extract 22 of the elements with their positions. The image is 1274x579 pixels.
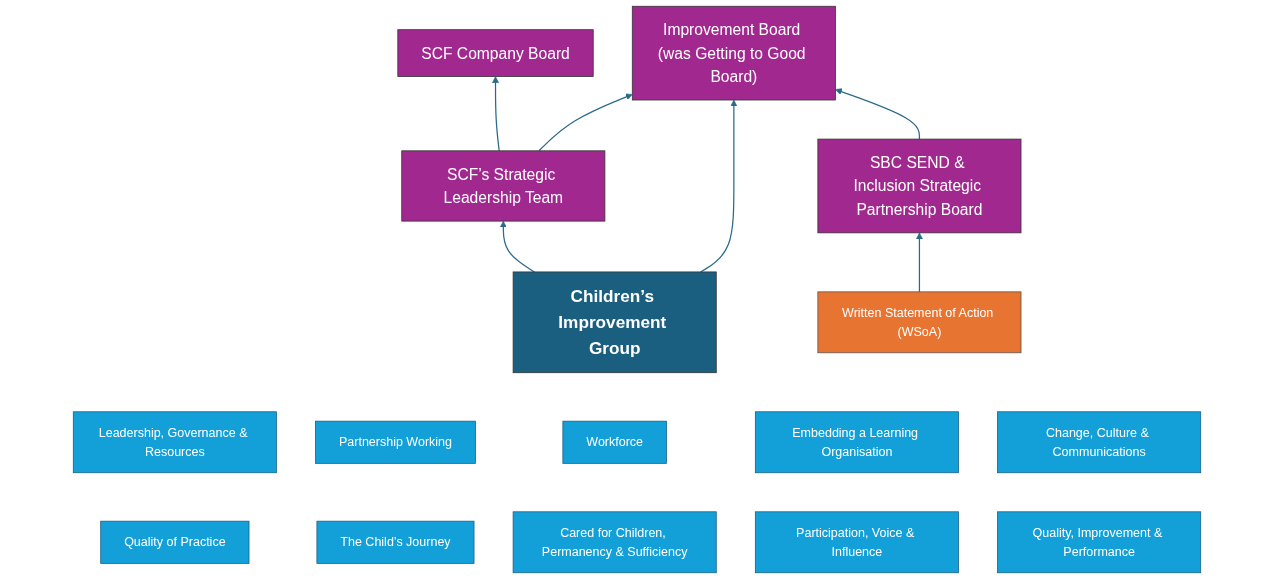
arrow bbox=[492, 76, 500, 152]
node-box: Change, Culture & Communications bbox=[997, 411, 1202, 474]
arrow bbox=[699, 99, 738, 273]
node-box: Quality of Practice bbox=[100, 520, 250, 564]
node-box: Written Statement of Action (WSoA) bbox=[817, 291, 1022, 354]
node-box: Embedding a Learning Organisation bbox=[754, 411, 959, 474]
node-box: Participation, Voice & Influence bbox=[754, 511, 959, 574]
arrow bbox=[835, 88, 921, 140]
arrow bbox=[499, 220, 536, 273]
node-box: Improvement Board (was Getting to Good Board) bbox=[631, 5, 836, 101]
node-box: Quality, Improvement & Performance bbox=[997, 511, 1202, 574]
node-box: Cared for Children, Permanency & Sufficiency bbox=[512, 511, 717, 574]
node-box: The Child’s Journey bbox=[316, 520, 475, 564]
node-box: Leadership, Governance & Resources bbox=[72, 411, 277, 474]
node-box: Children’s Improvement Group bbox=[512, 271, 717, 374]
node-box: SBC SEND & Inclusion Strategic Partnership Board bbox=[817, 138, 1022, 234]
arrow bbox=[916, 232, 923, 293]
node-box: SCF Company Board bbox=[397, 29, 594, 77]
node-box: Partnership Working bbox=[315, 420, 476, 464]
node-box: SCF’s Strategic Leadership Team bbox=[401, 150, 606, 222]
arrow bbox=[538, 93, 633, 152]
node-box: Workforce bbox=[562, 420, 667, 464]
